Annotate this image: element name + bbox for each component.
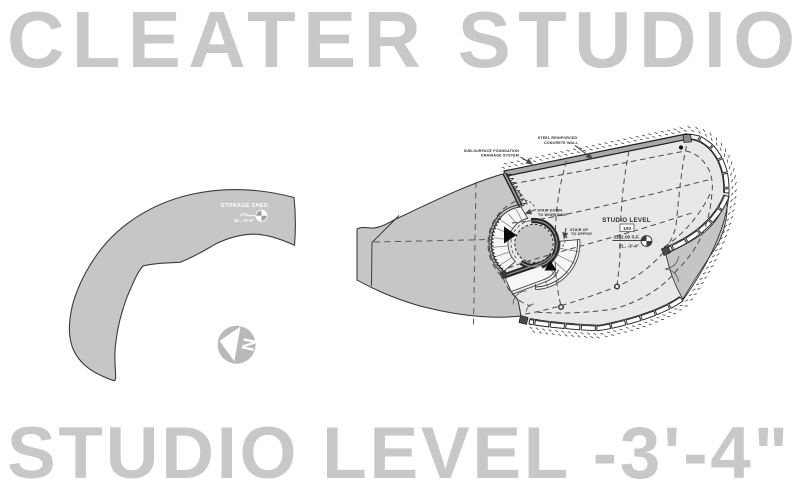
svg-text:100: 100 [623,226,631,232]
svg-text:170: 170 [240,212,248,217]
svg-text:N: N [237,336,259,353]
svg-text:DRAINAGE SYSTEM: DRAINAGE SYSTEM [481,153,519,157]
svg-text:EL. +0'-0": EL. +0'-0" [234,218,254,223]
svg-text:1102.00 S.F.: 1102.00 S.F. [613,234,639,239]
svg-text:STAIR DOWN: STAIR DOWN [537,209,562,213]
svg-text:SUB-SURFACE FOUNDATION: SUB-SURFACE FOUNDATION [464,149,519,153]
svg-text:TO OFFICE: TO OFFICE [571,232,592,236]
svg-text:STAIR UP: STAIR UP [570,228,589,232]
svg-text:CLEATER STUDIO: CLEATER STUDIO [7,0,800,84]
svg-text:STEEL REINFORCED: STEEL REINFORCED [538,136,578,140]
svg-text:CONCRETE WALL: CONCRETE WALL [544,141,579,145]
svg-text:STUDIO LEVEL: STUDIO LEVEL [602,217,651,224]
svg-text:STUDIO LEVEL -3'-4": STUDIO LEVEL -3'-4" [7,413,791,486]
svg-text:STORAGE SHED: STORAGE SHED [220,203,268,209]
svg-text:TO WORKSHOP: TO WORKSHOP [538,213,568,217]
svg-text:EL. -3'-4": EL. -3'-4" [619,243,639,248]
